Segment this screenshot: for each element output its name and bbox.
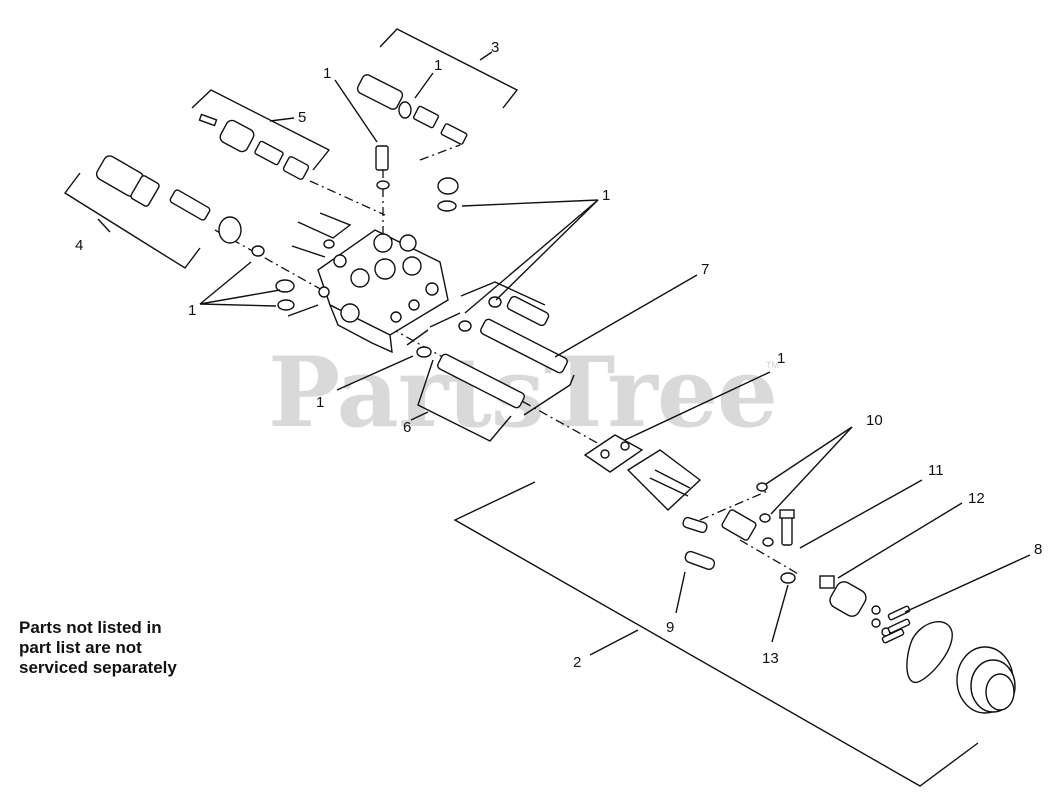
callout-7: 7 <box>701 261 709 278</box>
callout-8: 8 <box>1034 541 1042 558</box>
callout-1-left: 1 <box>188 302 196 319</box>
parts-note-line-3: serviced separately <box>19 658 177 677</box>
callout-2: 2 <box>573 654 581 671</box>
callout-9: 9 <box>666 619 674 636</box>
connector-lines <box>287 212 575 416</box>
center-lines <box>214 144 801 576</box>
bracket-5 <box>191 89 331 171</box>
callout-10: 10 <box>866 412 883 429</box>
callout-13: 13 <box>762 650 779 667</box>
end-cover <box>626 449 702 511</box>
callout-1-gasket: 1 <box>777 350 785 367</box>
parts-note-line-1: Parts not listed in <box>19 618 162 637</box>
seal-ring <box>906 621 953 683</box>
bracket-4 <box>63 172 201 269</box>
parts-note-line-2: part list are not <box>19 638 142 657</box>
spool-6 <box>416 346 525 409</box>
callout-1-top: 1 <box>434 57 442 74</box>
gasket <box>583 434 644 473</box>
callout-12: 12 <box>968 490 985 507</box>
callout-numbers: 1 1 3 5 1 4 1 7 1 1 6 10 11 12 8 9 13 2 <box>75 39 1042 671</box>
part-3-assembly <box>356 74 468 212</box>
callout-3: 3 <box>491 39 499 56</box>
part-4-assembly <box>95 155 335 257</box>
boot-cap <box>956 646 1016 714</box>
linkage-parts <box>682 482 867 617</box>
spool-upper <box>488 295 550 327</box>
left-plugs <box>275 279 295 311</box>
callout-4: 4 <box>75 237 83 254</box>
parts-note: Parts not listed in part list are not se… <box>19 618 177 678</box>
watermark-trademark: TM <box>766 360 779 370</box>
callout-6: 6 <box>403 419 411 436</box>
callout-11: 11 <box>928 462 944 479</box>
screws-8 <box>871 605 911 644</box>
spool-7 <box>458 318 568 374</box>
bracket-3 <box>379 28 519 109</box>
bracket-2 <box>453 481 979 787</box>
bracket-6 <box>410 359 512 442</box>
callout-1-lower: 1 <box>316 394 324 411</box>
callout-1-right: 1 <box>602 187 610 204</box>
callout-5: 5 <box>298 109 306 126</box>
valve-body <box>317 229 449 354</box>
part-5-assembly <box>198 113 310 180</box>
callout-1-top-left: 1 <box>323 65 331 82</box>
leader-lines <box>199 72 1031 643</box>
